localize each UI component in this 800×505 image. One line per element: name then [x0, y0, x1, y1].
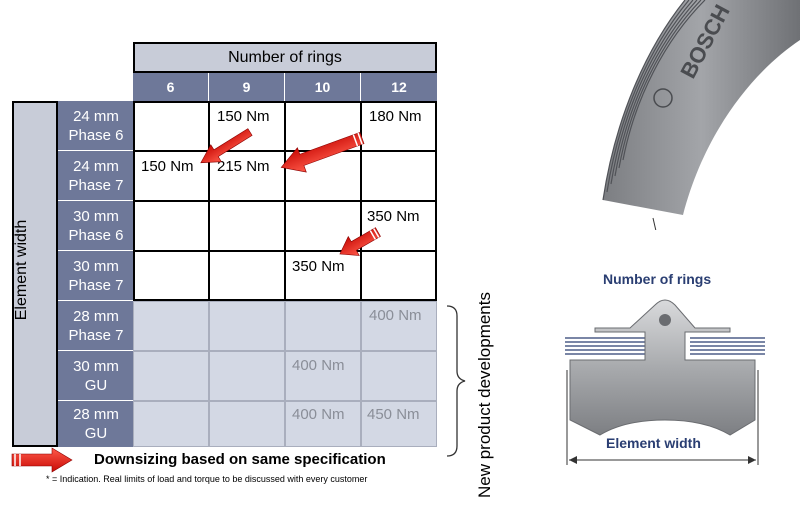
torque-value: 350 Nm: [367, 208, 420, 225]
row-header-line2: Phase 7: [68, 276, 124, 294]
table-cell-new-dev: [209, 401, 285, 447]
torque-value: 180 Nm: [369, 108, 422, 125]
row-header-30mm-gu: 30 mm GU: [58, 351, 134, 401]
table-cell: [361, 151, 437, 201]
new-developments-label: New product developments: [475, 292, 494, 499]
row-header-30mm-phase7: 30 mm Phase 7: [58, 251, 134, 301]
torque-value: 150 Nm: [141, 158, 194, 175]
row-header-line1: 24 mm: [73, 157, 119, 175]
row-header-line1: 28 mm: [73, 307, 119, 325]
table-cell-new-dev: [361, 301, 437, 351]
arrow-350-to-350: [339, 227, 381, 256]
row-header-28mm-phase7: 28 mm Phase 7: [58, 301, 134, 351]
torque-value: 150 Nm: [217, 108, 270, 125]
table-cell: [133, 151, 209, 201]
table-cell-new-dev: [361, 401, 437, 447]
row-header-line2: GU: [84, 425, 108, 442]
table-cell: [209, 101, 285, 151]
torque-value-new: 450 Nm: [367, 406, 420, 423]
number-of-rings-title: Number of rings: [228, 48, 342, 66]
legend-arrow-icon: [11, 447, 73, 473]
row-header-30mm-phase6: 30 mm Phase 6: [58, 201, 134, 251]
row-header-28mm-gu: 28 mm GU: [58, 401, 134, 447]
torque-value: 215 Nm: [217, 158, 270, 175]
table-cell-new-dev: [133, 351, 209, 401]
downsizing-arrows: [11, 128, 466, 473]
legend-caption: Downsizing based on same specification: [94, 451, 386, 468]
new-developments-brace: [446, 305, 466, 457]
footnote: * = Indication. Real limits of load and …: [46, 474, 368, 484]
row-header-line2: Phase 7: [68, 326, 124, 344]
row-header-line1: 24 mm: [73, 107, 119, 125]
table-cell: [209, 201, 285, 251]
table-cell-new-dev: [209, 301, 285, 351]
row-header-line2: GU: [84, 376, 108, 394]
table-cell: [285, 251, 361, 301]
torque-value-new: 400 Nm: [369, 307, 422, 324]
table-cell-new-dev: [209, 351, 285, 401]
row-header-24mm-phase6: 24 mm Phase 6: [58, 101, 134, 151]
row-header-line1: 30 mm: [73, 357, 119, 375]
row-header-line2: Phase 6: [68, 226, 124, 244]
bosch-logo-icon: [653, 88, 673, 108]
row-header-24mm-phase7: 24 mm Phase 7: [58, 151, 134, 201]
arrow-150-to-150: [200, 128, 253, 164]
row-header-line2: Phase 6: [68, 126, 124, 144]
element-illustration: [565, 299, 765, 465]
table-cell: [133, 201, 209, 251]
table-cell-new-dev: [133, 401, 209, 447]
table-cell-new-dev: [285, 301, 361, 351]
ring-pack-illustration: BOSCH: [602, 0, 800, 230]
row-header-line1: 28 mm: [73, 406, 119, 423]
number-of-rings-header: Number of rings: [133, 42, 437, 73]
table-cell-new-dev: [285, 401, 361, 447]
column-header-12: 12: [361, 73, 437, 101]
arrow-180-to-215: [280, 131, 365, 173]
table-cell-new-dev: [285, 351, 361, 401]
rings-label: Number of rings: [603, 271, 712, 287]
column-header-10: 10: [285, 73, 361, 101]
element-width-label: Element width: [606, 435, 701, 451]
row-header-line1: 30 mm: [73, 257, 119, 275]
column-header-6: 6: [133, 73, 209, 101]
row-header-line2: Phase 7: [68, 176, 124, 194]
table-cell-new-dev: [133, 301, 209, 351]
element-width-side-bar: [12, 101, 58, 447]
table-cell: [361, 201, 437, 251]
row-header-line1: 30 mm: [73, 207, 119, 225]
table-border: [133, 101, 437, 301]
table-cell: [209, 151, 285, 201]
torque-value-new: 400 Nm: [292, 357, 345, 374]
table-cell-new-dev: [361, 351, 437, 401]
column-header-9: 9: [209, 73, 285, 101]
torque-value: 350 Nm: [292, 258, 345, 275]
torque-value-new: 400 Nm: [292, 406, 345, 423]
